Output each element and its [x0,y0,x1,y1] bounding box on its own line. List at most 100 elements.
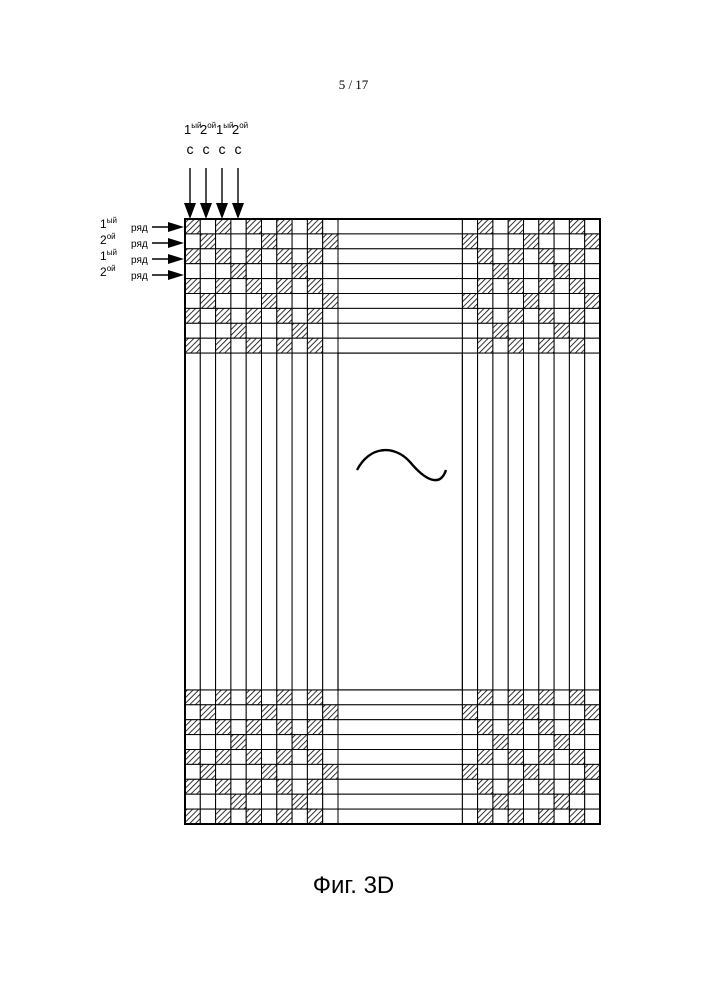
omitted-row-segment [338,690,462,705]
blank-cell [307,735,322,750]
omitted-column-segment [231,353,246,690]
blank-cell [554,234,569,249]
blank-cell [262,809,277,824]
blank-cell [277,735,292,750]
hatched-cell [554,323,569,338]
blank-cell [524,735,539,750]
hatched-cell [246,279,261,294]
row-ordinal-suffix: ый [107,248,117,257]
blank-cell [200,720,215,735]
hatched-cell [585,294,600,309]
omitted-column-segment [462,353,477,690]
blank-cell [216,794,231,809]
blank-cell [277,764,292,779]
blank-cell [524,249,539,264]
column-ordinal-label: 2ой [200,121,216,137]
blank-cell [262,735,277,750]
blank-cell [554,219,569,234]
hatched-cell [524,764,539,779]
hatched-cell [307,219,322,234]
hatched-cell [539,750,554,765]
hatched-cell [246,219,261,234]
blank-cell [292,294,307,309]
hatched-cell [185,249,200,264]
hatched-cell [307,338,322,353]
blank-cell [231,690,246,705]
hatched-cell [292,735,307,750]
blank-cell [185,234,200,249]
hatched-cell [200,234,215,249]
blank-cell [323,690,338,705]
row-labels: 1ыйряд2ойряд1ыйряд2ойряд [100,216,184,282]
hatched-cell [216,809,231,824]
column-ordinal-label: 1ый [184,121,201,137]
hatched-cell [185,750,200,765]
row-ordinal-label: 2ой [100,264,116,279]
blank-cell [569,764,584,779]
blank-cell [323,219,338,234]
omitted-column-segment [478,353,493,690]
column-ordinal-suffix: ой [207,121,216,130]
hatched-cell [185,690,200,705]
blank-cell [493,779,508,794]
hatched-cell [539,279,554,294]
hatched-cell [508,279,523,294]
blank-cell [231,234,246,249]
omitted-column-segment [292,353,307,690]
blank-cell [307,764,322,779]
blank-cell [585,323,600,338]
hatched-cell [569,690,584,705]
blank-cell [524,750,539,765]
blank-cell [292,279,307,294]
blank-cell [246,764,261,779]
blank-cell [231,779,246,794]
hatched-cell [200,705,215,720]
hatched-cell [569,279,584,294]
blank-cell [200,735,215,750]
hatched-cell [216,690,231,705]
hatched-cell [185,219,200,234]
hatched-cell [569,338,584,353]
omitted-row-segment [338,809,462,824]
blank-cell [508,294,523,309]
column-letter-label: с [187,141,194,157]
blank-cell [524,809,539,824]
hatched-cell [277,809,292,824]
blank-cell [231,750,246,765]
blank-cell [554,279,569,294]
hatched-cell [216,338,231,353]
blank-cell [185,323,200,338]
blank-cell [462,323,477,338]
blank-cell [585,690,600,705]
blank-cell [246,323,261,338]
blank-cell [462,750,477,765]
omitted-column-segment [246,353,261,690]
blank-cell [262,750,277,765]
blank-cell [246,234,261,249]
hatched-cell [262,705,277,720]
blank-cell [292,219,307,234]
blank-cell [323,308,338,323]
pixel-grid [185,219,600,824]
blank-cell [478,705,493,720]
row-arrow-head [168,270,184,280]
blank-cell [200,794,215,809]
blank-cell [200,264,215,279]
hatched-cell [478,809,493,824]
row-ordinal-label: 2ой [100,232,116,247]
blank-cell [200,249,215,264]
hatched-cell [539,809,554,824]
blank-cell [231,705,246,720]
omitted-row-segment [338,764,462,779]
blank-cell [231,279,246,294]
blank-cell [585,809,600,824]
blank-cell [262,279,277,294]
hatched-cell [508,338,523,353]
blank-cell [323,249,338,264]
blank-cell [554,294,569,309]
hatched-cell [478,279,493,294]
row-arrow-head [168,238,184,248]
blank-cell [292,705,307,720]
blank-cell [585,794,600,809]
blank-cell [185,705,200,720]
